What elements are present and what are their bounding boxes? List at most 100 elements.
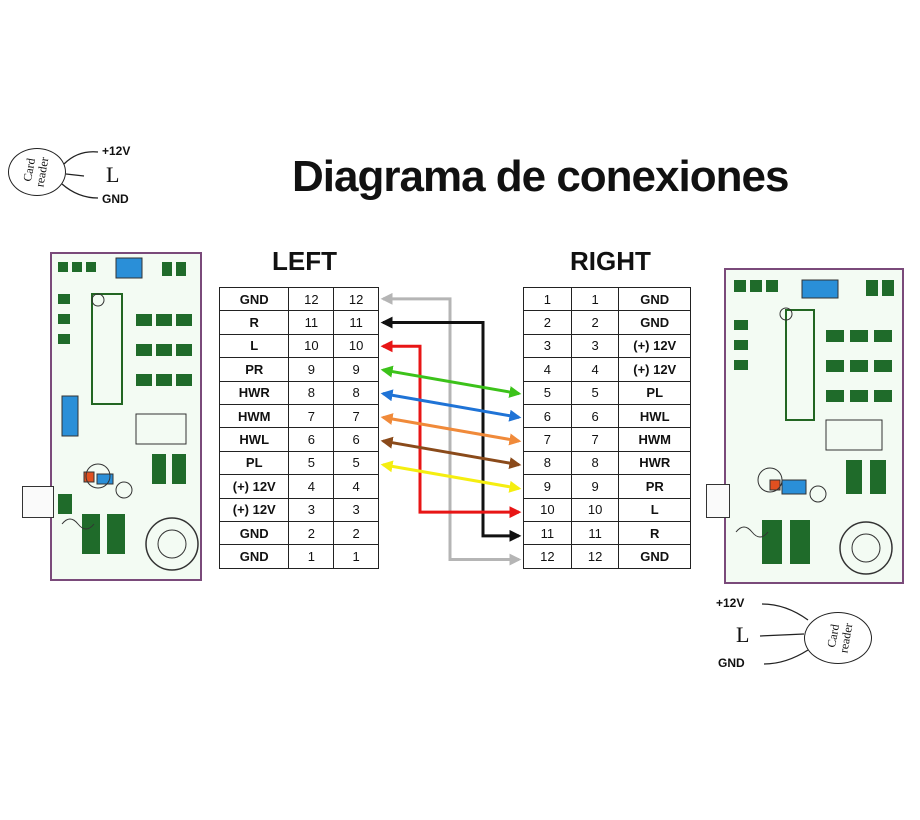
pin-number-cell: 4 xyxy=(523,357,572,382)
right-label: RIGHT xyxy=(570,246,651,276)
pin-number-cell: 5 xyxy=(570,380,620,405)
pin-number-cell: 9 xyxy=(333,357,379,382)
pin-number-cell: 9 xyxy=(570,474,620,499)
pin-name-cell: HWM xyxy=(618,427,691,452)
pin-number-cell: 6 xyxy=(288,427,335,452)
pin-number-cell: 8 xyxy=(570,450,620,476)
pin-name-cell: (+) 12V xyxy=(618,357,691,382)
pin-name-cell: R xyxy=(618,520,691,546)
pin-number-cell: 6 xyxy=(523,403,572,429)
pin-number-cell: 12 xyxy=(288,286,335,312)
pin-number-cell: 5 xyxy=(288,450,335,476)
pin-name-cell: (+) 12V xyxy=(218,474,290,499)
right-connector xyxy=(706,484,730,518)
pin-number-cell: 6 xyxy=(333,427,379,452)
pin-number-cell: 7 xyxy=(288,403,335,429)
pin-name-cell: L xyxy=(218,333,290,359)
reader-12v-label: +12V xyxy=(102,144,131,158)
pin-number-cell: 7 xyxy=(333,403,379,429)
pin-number-cell: 5 xyxy=(333,450,379,476)
pin-number-cell: 11 xyxy=(288,310,335,335)
card-reader-circle xyxy=(804,612,872,664)
pin-number-cell: 3 xyxy=(570,333,620,359)
pin-number-cell: 10 xyxy=(333,333,379,359)
pin-number-cell: 8 xyxy=(288,380,335,405)
pin-name-cell: GND xyxy=(618,310,691,335)
pin-number-cell: 2 xyxy=(570,310,620,335)
pin-number-cell: 4 xyxy=(333,474,379,499)
left-connector xyxy=(22,486,54,518)
pin-name-cell: PL xyxy=(218,450,290,476)
pin-number-cell: 8 xyxy=(333,380,379,405)
wire-7 xyxy=(380,460,522,493)
pin-name-cell: (+) 12V xyxy=(618,333,691,359)
reader-12v-label: +12V xyxy=(716,596,745,610)
card-reader-right: +12V L GND Card reader xyxy=(716,594,886,674)
pin-number-cell: 5 xyxy=(523,380,572,405)
pin-name-cell: GND xyxy=(618,286,691,312)
reader-l-label: L xyxy=(736,622,750,647)
pin-number-cell: 7 xyxy=(570,427,620,452)
pin-name-cell: PR xyxy=(618,474,691,499)
left-pcb-board xyxy=(50,252,202,581)
pin-number-cell: 6 xyxy=(570,403,620,429)
pin-number-cell: 10 xyxy=(288,333,335,359)
pin-number-cell: 11 xyxy=(523,520,572,546)
card-reader-left: Card reader +12V L GND xyxy=(8,140,168,210)
pin-name-cell: HWM xyxy=(218,403,290,429)
pin-number-cell: 3 xyxy=(288,497,335,522)
pin-name-cell: PL xyxy=(618,380,691,405)
pin-number-cell: 1 xyxy=(570,286,620,312)
pin-name-cell: GND xyxy=(218,544,290,569)
pin-number-cell: 9 xyxy=(523,474,572,499)
pin-name-cell: R xyxy=(218,310,290,335)
page-title: Diagrama de conexiones xyxy=(292,152,789,201)
pin-number-cell: 11 xyxy=(333,310,379,335)
pin-number-cell: 1 xyxy=(333,544,379,569)
pin-number-cell: 2 xyxy=(523,310,572,335)
pin-name-cell: HWR xyxy=(618,450,691,476)
pin-number-cell: 12 xyxy=(333,286,379,312)
pin-name-cell: GND xyxy=(218,286,290,312)
pin-number-cell: 1 xyxy=(523,286,572,312)
pin-number-cell: 2 xyxy=(333,520,379,546)
left-label: LEFT xyxy=(272,246,337,276)
pin-number-cell: 4 xyxy=(570,357,620,382)
pin-number-cell: 7 xyxy=(523,427,572,452)
pin-name-cell: HWR xyxy=(218,380,290,405)
pin-number-cell: 12 xyxy=(523,544,572,569)
pin-name-cell: PR xyxy=(218,357,290,382)
pin-number-cell: 9 xyxy=(288,357,335,382)
pin-name-cell: HWL xyxy=(618,403,691,429)
reader-l-label: L xyxy=(106,162,120,187)
reader-gnd-label: GND xyxy=(718,656,745,670)
card-reader-circle xyxy=(8,148,66,196)
pin-name-cell: GND xyxy=(618,544,691,569)
pin-name-cell: HWL xyxy=(218,427,290,452)
